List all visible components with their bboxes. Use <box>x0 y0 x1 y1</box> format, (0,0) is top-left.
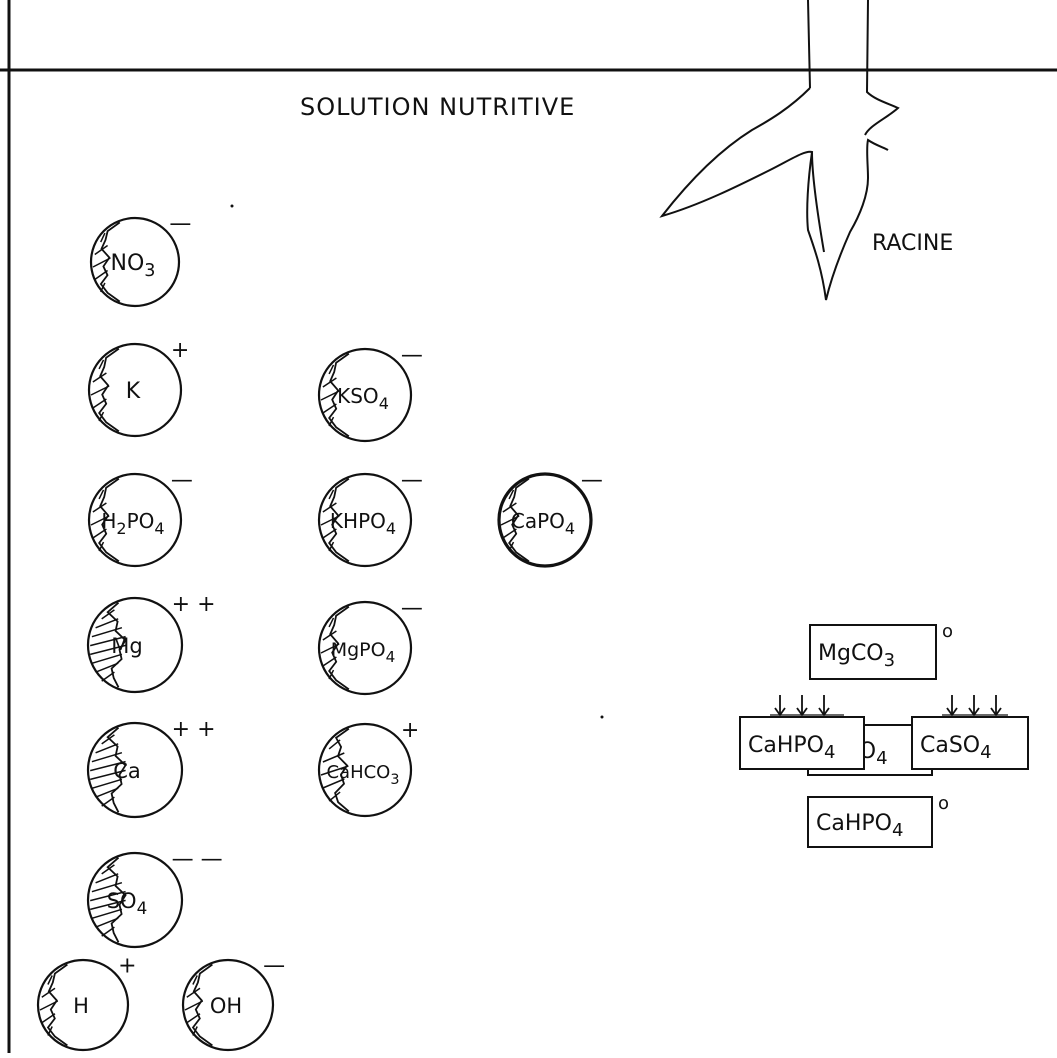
ion-kso4: KSO4— <box>319 343 423 441</box>
ion-charge: — <box>401 468 423 493</box>
ion-h2po4: H2PO4— <box>89 468 193 566</box>
ion-cahco3: CaHCO3+ <box>319 718 419 816</box>
root-label: RACINE <box>872 231 953 256</box>
precipitate-caso4-solid: CaSO4 <box>912 695 1028 769</box>
neutral-charge: o <box>938 793 949 814</box>
ion-formula: Ca <box>113 759 141 783</box>
ion-k: K+ <box>89 338 189 436</box>
ion-charge: — <box>171 468 193 493</box>
ion-so4: SO4— — <box>88 847 223 947</box>
ion-charge: — <box>401 343 423 368</box>
ion-formula: K <box>126 379 141 404</box>
settling-arrow <box>775 695 785 715</box>
ion-charge: — <box>581 468 603 493</box>
ion-capo4: CaPO4— <box>499 468 603 566</box>
precipitate-cahpo4-solid: CaHPO4 <box>740 695 864 769</box>
root-stem <box>808 0 898 135</box>
ion-ca: Ca + + <box>88 717 216 817</box>
ion-charge: + <box>118 954 136 979</box>
stray-dot <box>231 205 234 208</box>
ion-layer: NO3—K+KSO4—H2PO4—KHPO4—CaPO4—Mg+ +MgPO4—… <box>38 211 603 1050</box>
ion-oh: OH — <box>183 954 285 1050</box>
settling-arrow <box>991 695 1001 715</box>
ion-charge: — — <box>172 847 223 872</box>
ion-charge: + <box>171 338 189 363</box>
settling-arrow <box>797 695 807 715</box>
settling-arrow <box>969 695 979 715</box>
ion-charge: — <box>263 954 285 979</box>
ion-charge: + + <box>172 717 216 742</box>
ion-formula: H <box>73 994 89 1018</box>
root-branch-left <box>662 88 888 300</box>
ion-charge: + <box>401 718 419 743</box>
ion-no3: NO3— <box>91 211 191 306</box>
ion-khpo4: KHPO4— <box>319 468 423 566</box>
ion-formula: Mg <box>111 634 142 658</box>
ion-mgpo4: MgPO4— <box>319 596 423 694</box>
neutral-charge: o <box>942 621 953 642</box>
root-drawing <box>662 0 898 300</box>
root-tip-inner <box>812 152 824 252</box>
settling-arrow <box>819 695 829 715</box>
ion-charge: — <box>169 211 191 236</box>
ion-charge: + + <box>172 592 216 617</box>
settling-arrow <box>947 695 957 715</box>
solution-title: SOLUTION NUTRITIVE <box>300 93 575 121</box>
ion-formula: OH <box>210 994 242 1018</box>
stray-dot <box>601 716 604 719</box>
ion-charge: — <box>401 596 423 621</box>
ion-h: H+ <box>38 954 137 1050</box>
ion-mg: Mg + + <box>88 592 216 692</box>
